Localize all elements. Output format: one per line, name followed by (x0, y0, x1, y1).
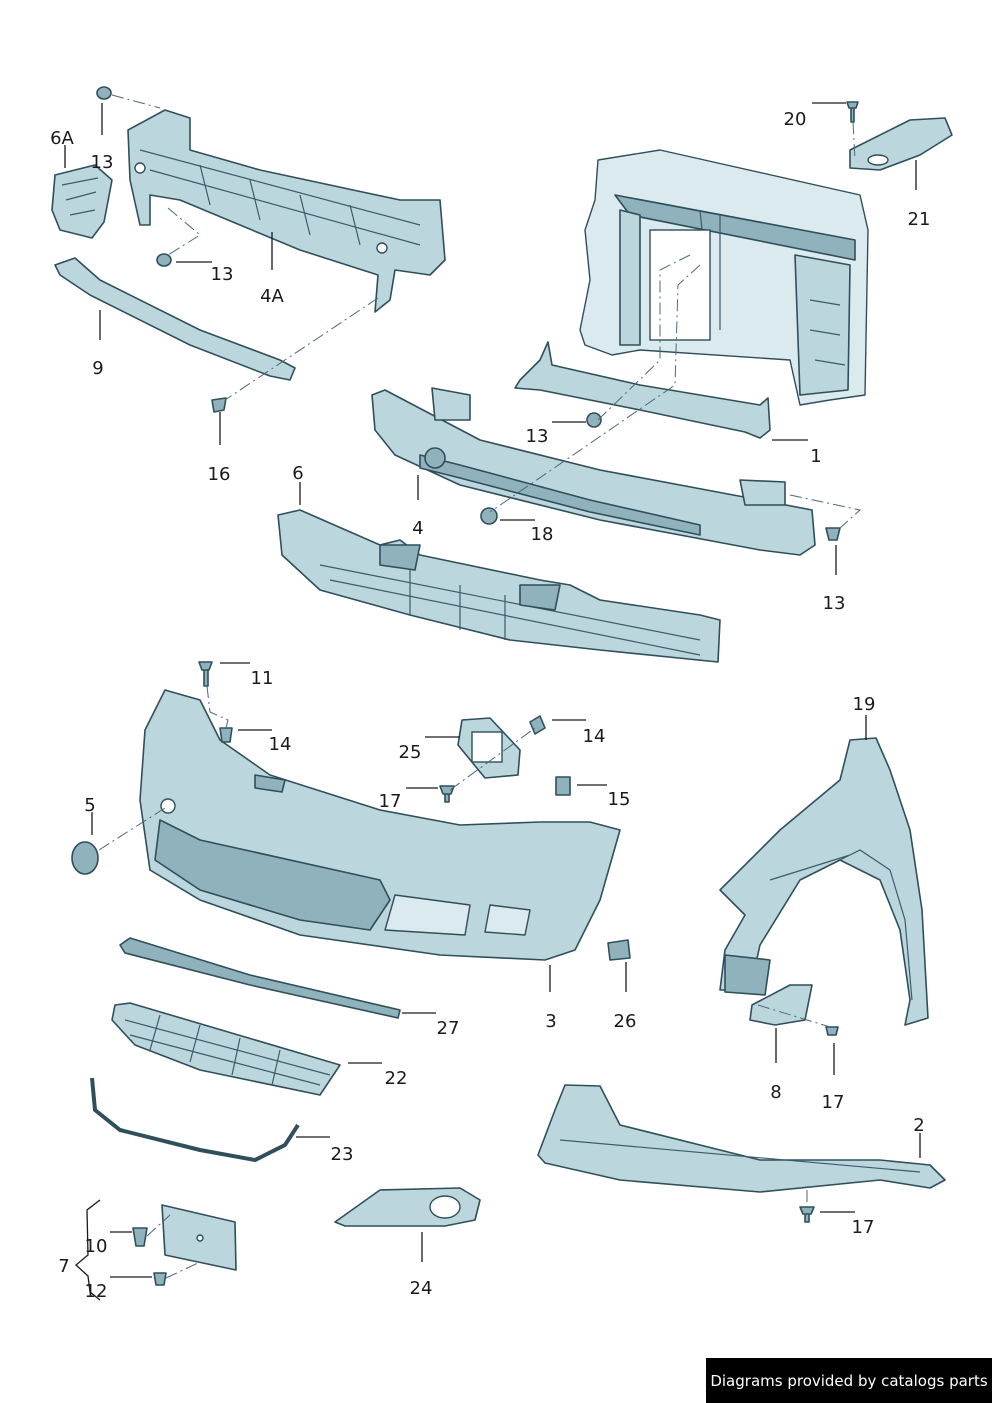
callout-18: 18 (531, 524, 554, 545)
part-27-strip (119, 937, 401, 1019)
part-2-spoiler (537, 1084, 946, 1193)
part-7-plate-holder (161, 1204, 237, 1271)
callout-24: 24 (410, 1278, 433, 1299)
part-26-clip (607, 939, 631, 961)
callout-26: 26 (614, 1011, 637, 1032)
callout-labels: 6A 13 13 4A 9 16 20 21 13 1 6 4 18 13 11… (50, 109, 930, 1302)
part-6-absorber (277, 509, 721, 663)
callout-16: 16 (208, 464, 231, 485)
callout-13-mid: 13 (526, 426, 549, 447)
callout-13-left: 13 (211, 264, 234, 285)
part-13-nut-left (156, 253, 172, 267)
part-13-bolt-top (96, 86, 112, 100)
callout-22: 22 (385, 1068, 408, 1089)
callout-8: 8 (770, 1082, 781, 1103)
part-front-frame (579, 149, 869, 406)
callout-17-bottom: 17 (852, 1217, 875, 1238)
callout-14-left: 14 (269, 734, 292, 755)
callout-19: 19 (853, 694, 876, 715)
callout-12: 12 (85, 1281, 108, 1302)
part-5-cap (71, 841, 99, 875)
callout-10: 10 (85, 1236, 108, 1257)
part-21-bracket (849, 117, 953, 171)
part-16-clip (211, 397, 227, 413)
part-17-screw-bottom (799, 1206, 815, 1223)
part-22-grille (111, 1002, 341, 1096)
callout-14-right: 14 (583, 726, 606, 747)
part-15-nut (555, 776, 571, 796)
callout-1: 1 (810, 446, 821, 467)
callout-3: 3 (545, 1011, 556, 1032)
part-12-screw (153, 1272, 167, 1286)
credit-banner: Diagrams provided by catalogs parts (706, 1358, 992, 1403)
part-20-screw (846, 101, 859, 123)
part-24-fog-cover (334, 1187, 481, 1227)
part-14-clip-left (219, 727, 233, 743)
callout-13-top: 13 (91, 152, 114, 173)
callout-11: 11 (251, 668, 274, 689)
callout-6: 6 (292, 463, 303, 484)
part-4a-beam (127, 109, 446, 313)
part-3-bumper-cover (139, 689, 621, 961)
callout-21: 21 (908, 209, 931, 230)
callout-9: 9 (92, 358, 103, 379)
part-9-strip (54, 257, 296, 381)
credit-text: Diagrams provided by catalogs parts (710, 1371, 988, 1390)
callout-25: 25 (399, 742, 422, 763)
callout-5: 5 (84, 795, 95, 816)
callout-2: 2 (913, 1115, 924, 1136)
part-11-bolt (198, 661, 213, 687)
part-8-bracket (749, 984, 813, 1026)
leader-lines (64, 102, 921, 1301)
part-1-crossmember (514, 341, 771, 439)
part-6a-bracket (51, 164, 113, 239)
callout-13-right: 13 (823, 593, 846, 614)
callout-6a: 6A (50, 128, 74, 149)
part-4-bumper-beam (371, 387, 816, 556)
callout-23: 23 (331, 1144, 354, 1165)
part-19-fender (719, 737, 929, 1026)
part-14-clip-right (529, 715, 546, 735)
part-13-nut-mid (586, 412, 602, 428)
callout-7: 7 (58, 1256, 69, 1277)
part-10-screw (132, 1227, 148, 1247)
callout-27: 27 (437, 1018, 460, 1039)
part-17-screw-right (825, 1026, 839, 1036)
callout-17-mid: 17 (379, 791, 402, 812)
part-25-frame (457, 717, 521, 779)
part-13-bolt-right (825, 527, 841, 541)
callout-4a: 4A (260, 286, 284, 307)
assembly-lines (98, 94, 862, 1279)
callout-15: 15 (608, 789, 631, 810)
part-23-trim (90, 1077, 300, 1163)
callout-4: 4 (412, 518, 423, 539)
callout-20: 20 (784, 109, 807, 130)
callout-17-right: 17 (822, 1092, 845, 1113)
part-18-nut (480, 507, 498, 525)
